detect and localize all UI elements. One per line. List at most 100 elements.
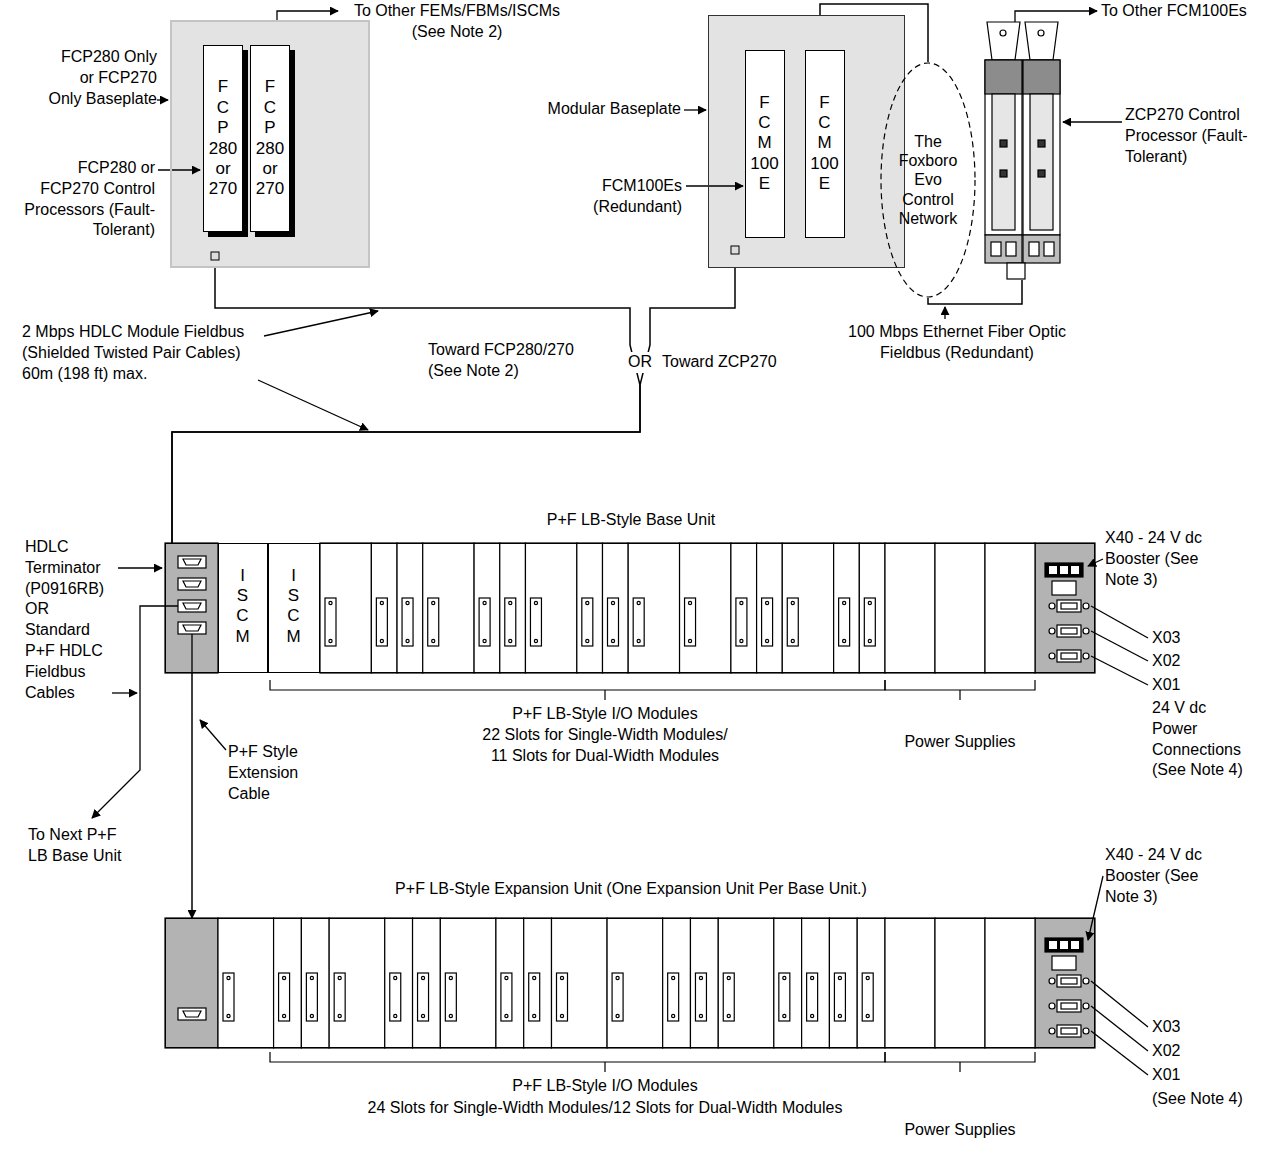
rack-illustration bbox=[582, 598, 593, 646]
rack-illustration bbox=[178, 600, 206, 612]
rack-illustration bbox=[325, 598, 336, 646]
iscm-module: I S C M bbox=[268, 543, 320, 673]
leader-lines bbox=[1091, 631, 1148, 661]
rack-illustration bbox=[1057, 625, 1081, 637]
rack-illustration bbox=[1049, 1028, 1055, 1034]
leader-lines bbox=[1088, 876, 1103, 940]
rack-illustration bbox=[165, 918, 218, 1048]
rack-illustration bbox=[1083, 1003, 1089, 1009]
callout-text: ZCP270 Control Processor (Fault-Tolerant… bbox=[1125, 105, 1265, 167]
expansion-unit: P+F LB-Style Expansion Unit (One Expansi… bbox=[165, 918, 1095, 1048]
rack-illustration bbox=[637, 639, 640, 642]
rack-illustration bbox=[432, 639, 435, 642]
rack-illustration bbox=[699, 976, 702, 979]
rack-illustration bbox=[586, 601, 589, 604]
rack-illustration bbox=[612, 973, 623, 1021]
annotation: X01 bbox=[1152, 1065, 1212, 1086]
leader-lines bbox=[684, 109, 706, 110]
rack-illustration bbox=[791, 601, 794, 604]
rack-illustration bbox=[1049, 941, 1057, 949]
rack-illustration bbox=[616, 976, 619, 979]
fcm-module: F C M 100 E bbox=[805, 50, 845, 238]
rack-illustration bbox=[616, 1014, 619, 1017]
rack-illustration bbox=[834, 543, 860, 673]
annotation: To Next P+F LB Base Unit bbox=[28, 825, 128, 867]
rack-illustration bbox=[385, 918, 413, 1048]
bracket bbox=[270, 1052, 885, 1072]
rack-illustration bbox=[1071, 566, 1079, 574]
rack-illustration bbox=[560, 1014, 563, 1017]
rack-illustration bbox=[418, 973, 429, 1021]
rack-illustration bbox=[509, 639, 512, 642]
rack-illustration bbox=[1061, 653, 1077, 659]
leader-lines bbox=[686, 185, 743, 186]
rack-illustration bbox=[474, 543, 500, 673]
rack-illustration bbox=[376, 598, 387, 646]
rack-illustration bbox=[1060, 941, 1068, 949]
annotation: 100 Mbps Ethernet Fiber Optic Fieldbus (… bbox=[832, 322, 1082, 364]
rack-illustration bbox=[628, 543, 679, 673]
rack-illustration bbox=[165, 543, 218, 673]
rack-illustration bbox=[1049, 1003, 1055, 1009]
rack-illustration bbox=[1057, 1025, 1081, 1037]
zcp270-illustration bbox=[1000, 140, 1007, 147]
rack-illustration bbox=[791, 639, 794, 642]
annotation: Toward FCP280/270 (See Note 2) bbox=[428, 340, 588, 382]
leader-lines bbox=[1091, 1031, 1148, 1075]
rack-illustration bbox=[727, 976, 730, 979]
annotation: P+F Style Extension Cable bbox=[228, 742, 328, 804]
annotation: X01 bbox=[1152, 675, 1212, 696]
rack-illustration bbox=[857, 918, 885, 1048]
annotation: 22 Slots for Single-Width Modules/ 11 Sl… bbox=[477, 725, 733, 767]
zcp270-illustration bbox=[991, 242, 1001, 256]
rack-illustration bbox=[1057, 975, 1081, 987]
annotation: FCM100Es (Redundant) bbox=[560, 176, 682, 218]
leader-lines bbox=[118, 567, 162, 568]
rack-illustration bbox=[320, 543, 371, 673]
rack-illustration bbox=[782, 543, 833, 673]
zcp270-illustration bbox=[1029, 242, 1039, 256]
rack-illustration bbox=[774, 918, 802, 1048]
rack-illustration bbox=[301, 918, 329, 1048]
rack-illustration bbox=[783, 976, 786, 979]
rack-illustration bbox=[1057, 650, 1081, 662]
rack-illustration bbox=[449, 1014, 452, 1017]
leader-lines bbox=[1091, 656, 1148, 685]
rack-illustration bbox=[811, 976, 814, 979]
leader-lines bbox=[258, 380, 368, 430]
rack-illustration bbox=[885, 918, 935, 1048]
zcp270-illustration bbox=[985, 60, 1022, 94]
zcp270-illustration bbox=[1023, 60, 1060, 94]
rack-illustration bbox=[483, 639, 486, 642]
annotation: To Other FCM100Es bbox=[1101, 1, 1273, 22]
rack-illustration bbox=[178, 622, 206, 634]
zcp270-illustration bbox=[1038, 170, 1045, 177]
rack-illustration bbox=[394, 1014, 397, 1017]
zcp270-illustration bbox=[1030, 94, 1053, 230]
rack-illustration bbox=[765, 601, 768, 604]
rack-illustration bbox=[334, 973, 345, 1021]
fieldbus-cable bbox=[172, 268, 640, 543]
rack-illustration bbox=[218, 918, 274, 1048]
rack-illustration bbox=[859, 543, 885, 673]
rack-illustration bbox=[935, 918, 985, 1048]
rack-illustration bbox=[227, 1014, 230, 1017]
leader-lines bbox=[264, 311, 378, 336]
rack-illustration bbox=[740, 601, 743, 604]
zcp270-illustration bbox=[1023, 235, 1060, 263]
annotation: OR bbox=[627, 352, 653, 373]
rack-illustration bbox=[637, 601, 640, 604]
annotation: 24 V dc Power Connections (See Note 4) bbox=[1152, 698, 1247, 781]
rack-illustration bbox=[530, 598, 541, 646]
rack-illustration bbox=[839, 598, 850, 646]
rack-illustration bbox=[690, 918, 718, 1048]
zcp270-illustration bbox=[1025, 22, 1058, 60]
rack-illustration bbox=[371, 543, 397, 673]
rack-illustration bbox=[727, 1014, 730, 1017]
baseplate-fill bbox=[731, 246, 739, 254]
rack-illustration bbox=[723, 973, 734, 1021]
rack-illustration bbox=[274, 918, 302, 1048]
rack-illustration bbox=[688, 601, 691, 604]
rack-illustration bbox=[183, 581, 201, 587]
rack-illustration bbox=[718, 918, 774, 1048]
